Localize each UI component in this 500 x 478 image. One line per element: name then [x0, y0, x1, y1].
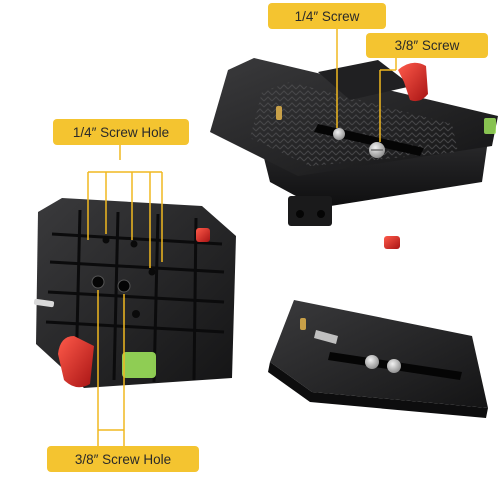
clamp-bottom-view-left — [33, 198, 236, 388]
bubble-level — [122, 352, 156, 378]
d-ring — [314, 330, 338, 344]
leader-lines — [87, 29, 397, 446]
screw-hole — [130, 240, 138, 248]
red-clamp-lever — [398, 62, 428, 102]
plate-body — [270, 300, 488, 408]
mount-hole — [296, 210, 304, 218]
clamp-base — [36, 198, 236, 388]
brass-pin — [276, 106, 282, 120]
brass-pin — [300, 318, 306, 330]
red-knob-lower — [384, 236, 400, 249]
bubble-level — [484, 118, 496, 134]
callout-quarter-inch-screw-hole: 1/4″ Screw Hole — [53, 119, 189, 145]
large-screw-hole — [91, 275, 105, 289]
clamp-front-block — [288, 196, 332, 226]
red-knob — [196, 228, 210, 242]
screw-hole — [132, 310, 140, 318]
callout-quarter-inch-screw: 1/4″ Screw — [268, 3, 386, 29]
quarter-inch-screw — [333, 128, 345, 140]
clamp-with-plate-top-right — [210, 58, 498, 249]
callout-three-eighths-inch-screw-hole: 3/8″ Screw Hole — [47, 446, 199, 472]
callout-three-eighths-inch-screw: 3/8″ Screw — [366, 33, 488, 58]
plate-screw — [387, 359, 401, 373]
large-screw-hole — [117, 279, 131, 293]
red-clamp-lever — [58, 336, 94, 388]
screw-hole — [148, 268, 156, 276]
screw-hole — [102, 236, 110, 244]
mount-hole — [317, 210, 325, 218]
plate-edge — [268, 362, 488, 418]
quick-release-plate-bottom-right — [268, 300, 488, 418]
structural-ribs — [45, 209, 225, 383]
side-slot — [33, 298, 55, 308]
plate-screw — [365, 355, 379, 369]
